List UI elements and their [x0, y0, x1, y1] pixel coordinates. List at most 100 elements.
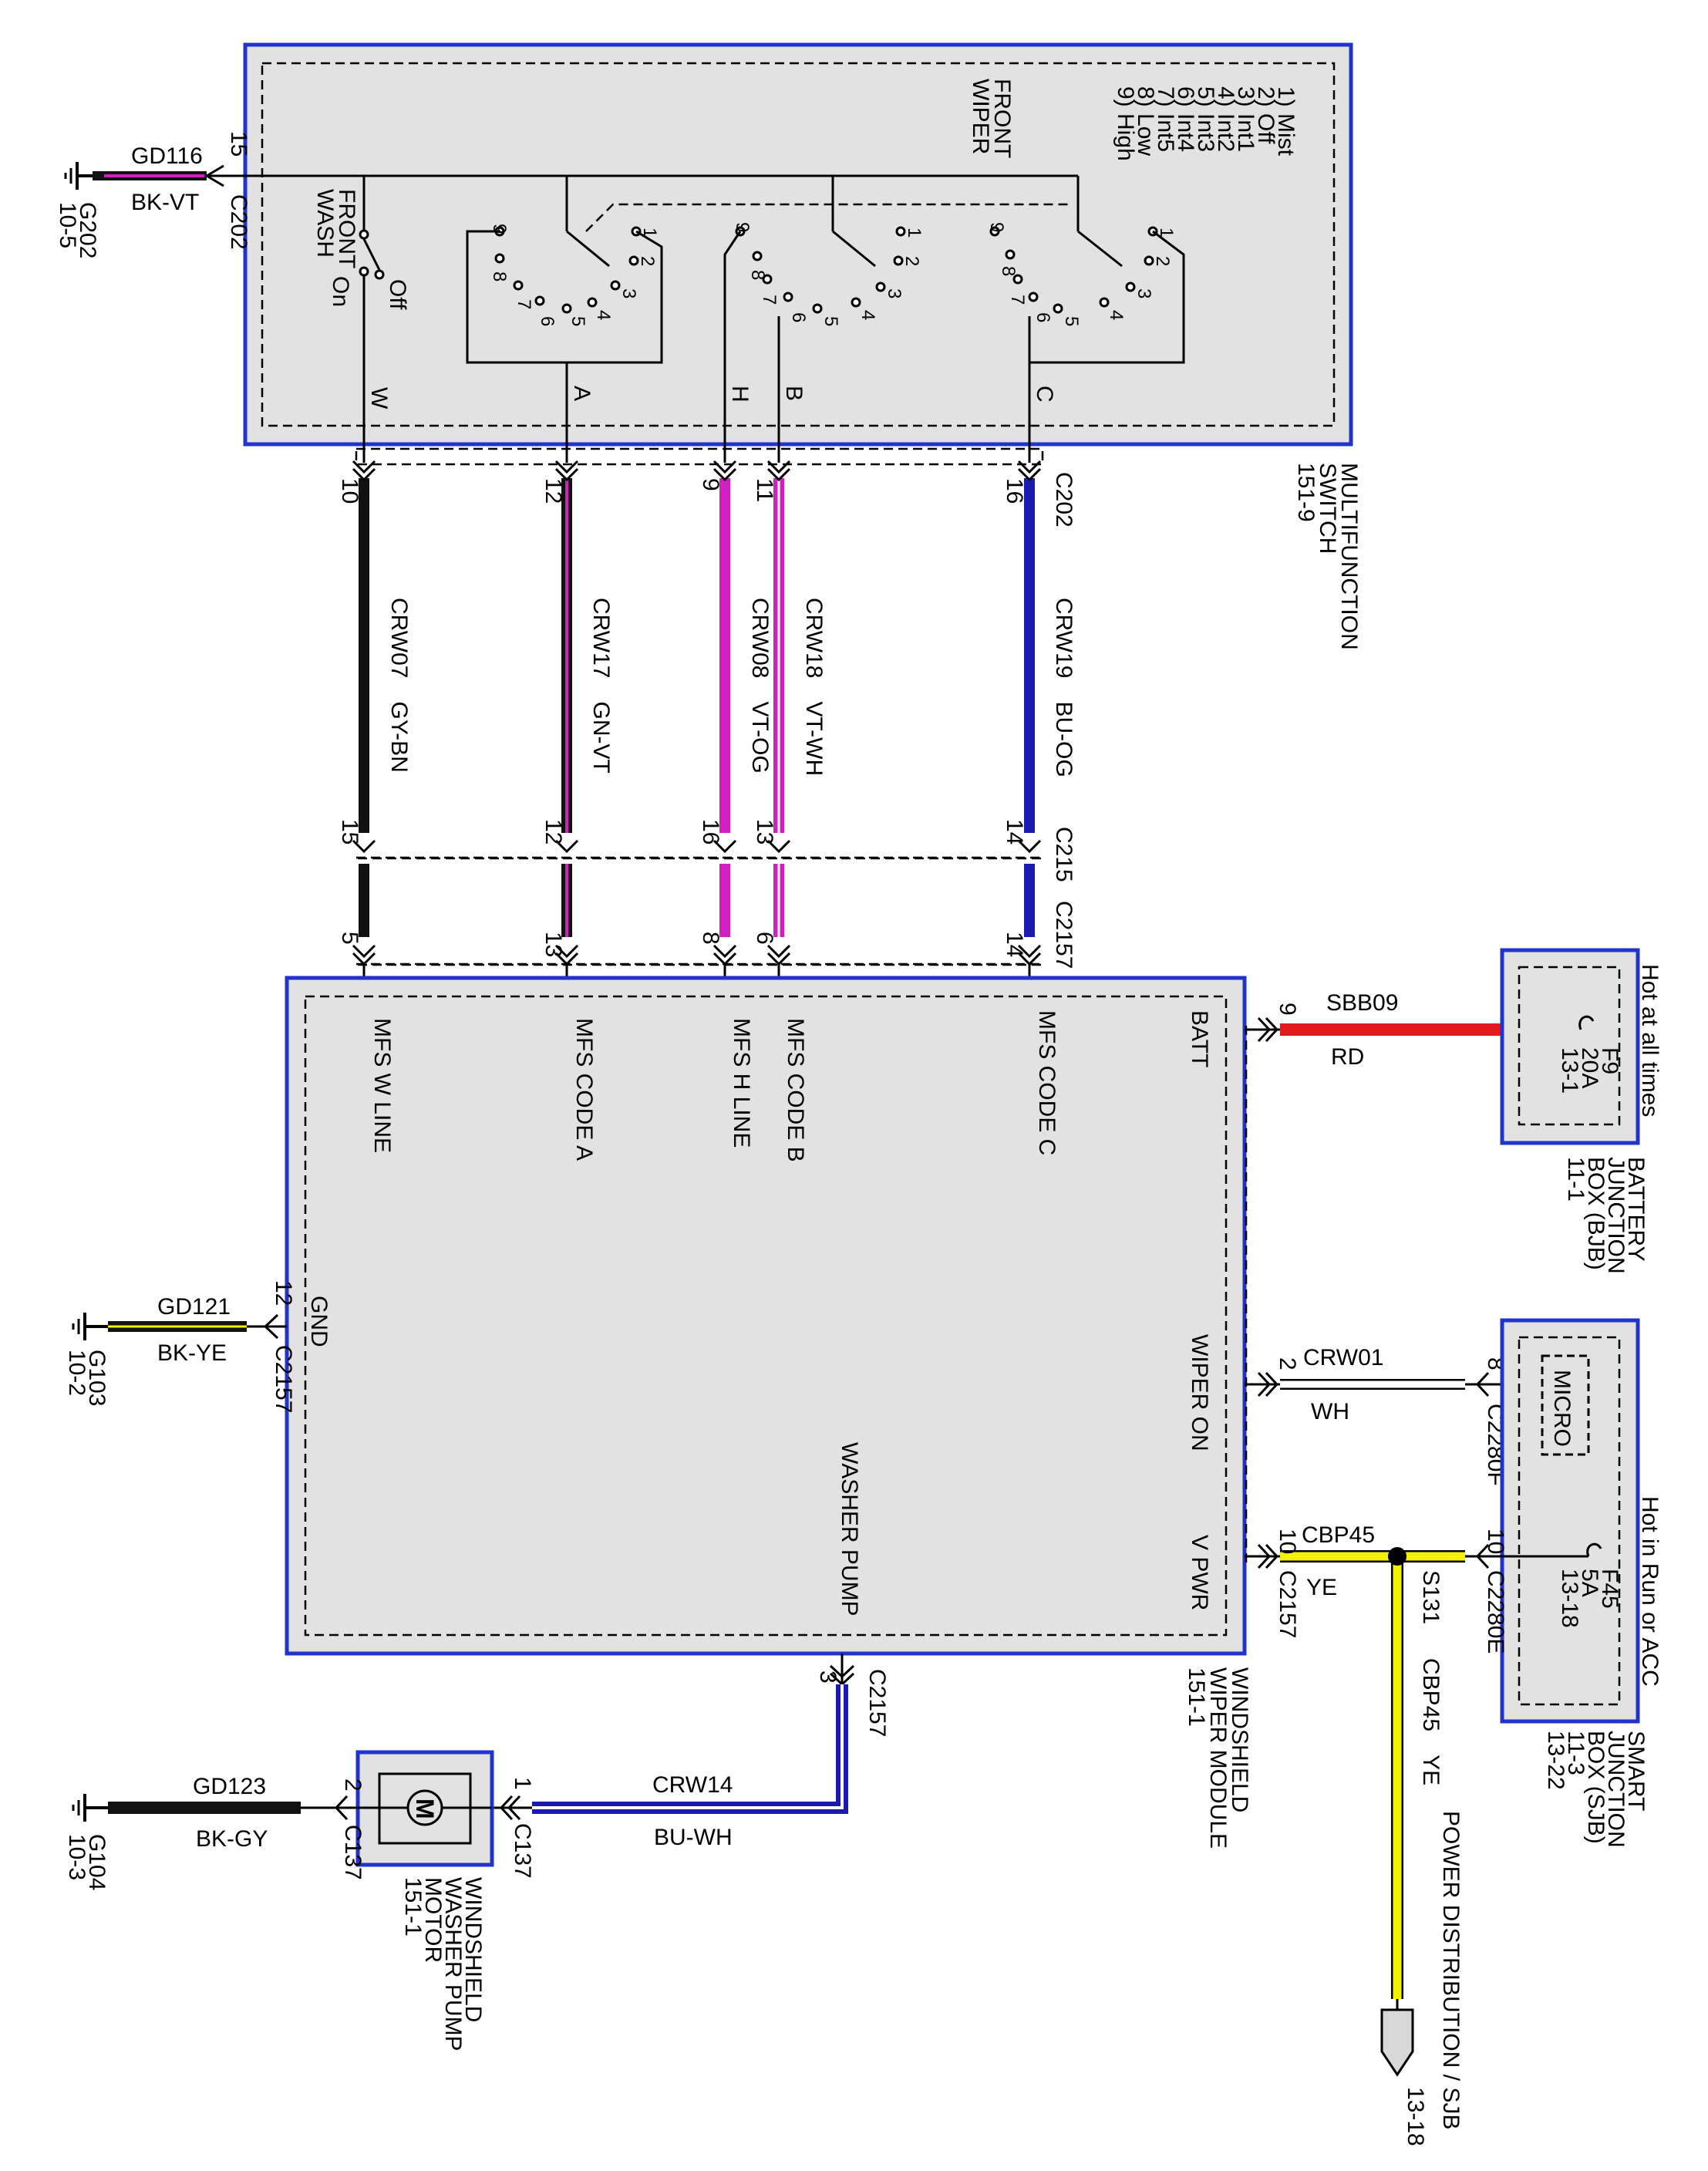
crw07-c2157-pin: 5	[337, 932, 362, 945]
switch-positions-4: 4) Int2	[1213, 86, 1238, 152]
module-wiper-on-label: WIPER ON	[1187, 1334, 1212, 1451]
crw14-pin-motor: 1	[510, 1777, 535, 1790]
crw17-c215-pin: 12	[541, 819, 566, 844]
smart-junction-box	[1500, 1318, 1640, 1724]
crw07-c215-pin: 15	[337, 819, 362, 844]
crw19-c215-pin: 14	[1002, 819, 1027, 844]
motor-ref: 151-1	[400, 1877, 426, 1937]
f9-fuse: F9	[1597, 1047, 1622, 1074]
power-distribution-label: POWER DISTRIBUTION / SJB	[1438, 1811, 1464, 2129]
sbb09-circuit: SBB09	[1326, 990, 1398, 1016]
g202-circuit: GD116	[131, 143, 203, 169]
contact-numbers: 1 2 3 4 5 6 7 8 9 1 2 3 4 5 6 7 8 9 1 2 …	[489, 222, 1177, 326]
g104-ground: G104	[84, 1834, 109, 1890]
switch-positions-6: 6) Int4	[1173, 86, 1198, 152]
switch-positions-8: 8) Low	[1133, 86, 1158, 156]
motor-symbol: M	[411, 1798, 439, 1819]
crw18-c215-pin: 13	[752, 819, 777, 844]
bjb-name-1: BATTERY	[1623, 1157, 1649, 1262]
svg-text:7: 7	[759, 295, 780, 305]
hot-at-all-times: Hot at all times	[1637, 964, 1663, 1117]
module-ref: 151-1	[1184, 1667, 1209, 1727]
sjb-ref-1: 11-3	[1563, 1731, 1588, 1775]
svg-text:1: 1	[904, 228, 925, 238]
crw14-color: BU-WH	[654, 1825, 733, 1850]
switch-positions-2: 2) Off	[1253, 86, 1278, 144]
svg-text:8: 8	[489, 271, 510, 281]
pin-letter-w: W	[366, 387, 392, 410]
svg-text:6: 6	[1033, 312, 1053, 322]
wire-crw14	[494, 1654, 855, 1821]
cbp45-pin-sjb: 10	[1483, 1529, 1508, 1554]
svg-text:5: 5	[568, 316, 588, 326]
g202-ground: G202	[75, 202, 100, 258]
micro-label: MICRO	[1549, 1370, 1575, 1447]
svg-text:2: 2	[901, 256, 922, 266]
svg-text:9: 9	[732, 222, 753, 232]
crw19-c2157-pin: 14	[1002, 932, 1027, 957]
wiper-contacts	[466, 176, 1185, 463]
motor-name-1: WINDSHIELD	[460, 1877, 486, 2022]
crw08-label: CRW08VT-OG	[747, 598, 773, 774]
module-batt-label: BATT	[1187, 1010, 1212, 1067]
hot-in-run: Hot in Run or ACC	[1637, 1496, 1663, 1687]
crw14-pin-module: 3	[815, 1670, 841, 1684]
c2157-outline	[355, 962, 1044, 966]
cbp45-color: YE	[1306, 1575, 1337, 1600]
module-input-b: MFS CODE B	[783, 1018, 808, 1162]
crw14-circuit: CRW14	[652, 1772, 733, 1798]
c202-label: C202	[1051, 472, 1076, 528]
svg-text:1: 1	[1156, 228, 1177, 238]
wash-off-label: Off	[385, 279, 410, 310]
g104-connector: C137	[340, 1825, 366, 1880]
module-vpwr-label: V PWR	[1187, 1535, 1212, 1610]
f45-ref: 13-18	[1557, 1569, 1582, 1628]
wire-cbp45	[1245, 1543, 1588, 2077]
sjb-name-3: BOX (SJB)	[1583, 1731, 1609, 1844]
crw17-top-pin: 12	[541, 478, 566, 504]
module-gnd-label: GND	[306, 1296, 332, 1347]
switch-positions-1: 1) Mist	[1273, 86, 1299, 157]
power-distribution-ref: 13-18	[1403, 2087, 1428, 2146]
svg-text:6: 6	[788, 312, 809, 322]
module-name-2: WIPER MODULE	[1205, 1667, 1231, 1849]
crw01-color: WH	[1311, 1399, 1349, 1424]
g104-color: BK-GY	[196, 1826, 268, 1852]
c137-label-right: C137	[510, 1823, 535, 1879]
crw18-top-pin: 11	[752, 478, 777, 502]
crw18-label: CRW18VT-WH	[801, 598, 827, 776]
front-wash-label-1: FRONT	[334, 189, 359, 268]
cbp45-circuit: CBP45	[1302, 1522, 1375, 1548]
g104-ground-ref: 10-3	[64, 1834, 89, 1880]
crw19-top-pin: 16	[1002, 478, 1027, 504]
module-input-a: MFS CODE A	[571, 1018, 597, 1161]
svg-text:4: 4	[593, 310, 614, 320]
pin-letter-b: B	[781, 386, 807, 401]
svg-text:3: 3	[618, 288, 639, 298]
svg-text:5: 5	[1061, 316, 1082, 326]
f45-amps: 5A	[1577, 1569, 1602, 1597]
sjb-name-1: SMART	[1623, 1731, 1649, 1811]
svg-text:2: 2	[1152, 256, 1173, 266]
pin-letter-c: C	[1032, 386, 1057, 403]
g104-circuit: GD123	[193, 1774, 266, 1799]
svg-text:8: 8	[998, 266, 1019, 276]
front-wiper-label-2: WIPER	[968, 79, 993, 154]
f45-fuse: F45	[1597, 1569, 1622, 1609]
front-wash-label-2: WASH	[312, 189, 338, 258]
svg-text:4: 4	[857, 310, 878, 320]
switch-positions-7: 7) Int5	[1153, 86, 1178, 152]
crw17-label: CRW17GN-VT	[588, 598, 614, 774]
svg-text:7: 7	[514, 299, 534, 309]
switch-ref: 151-9	[1293, 463, 1319, 522]
c215-label: C215	[1051, 827, 1076, 882]
wash-on-label: On	[328, 276, 353, 307]
branch-label: CBP45YE	[1418, 1658, 1444, 1785]
sjb-ref-2: 13-22	[1543, 1731, 1568, 1790]
ground-g202	[64, 162, 224, 190]
cbp45-pin-module: 10	[1275, 1529, 1300, 1554]
svg-text:9: 9	[489, 224, 510, 234]
motor-name-2: WASHER PUMP	[440, 1877, 466, 2051]
multifunction-switch	[243, 42, 1353, 447]
